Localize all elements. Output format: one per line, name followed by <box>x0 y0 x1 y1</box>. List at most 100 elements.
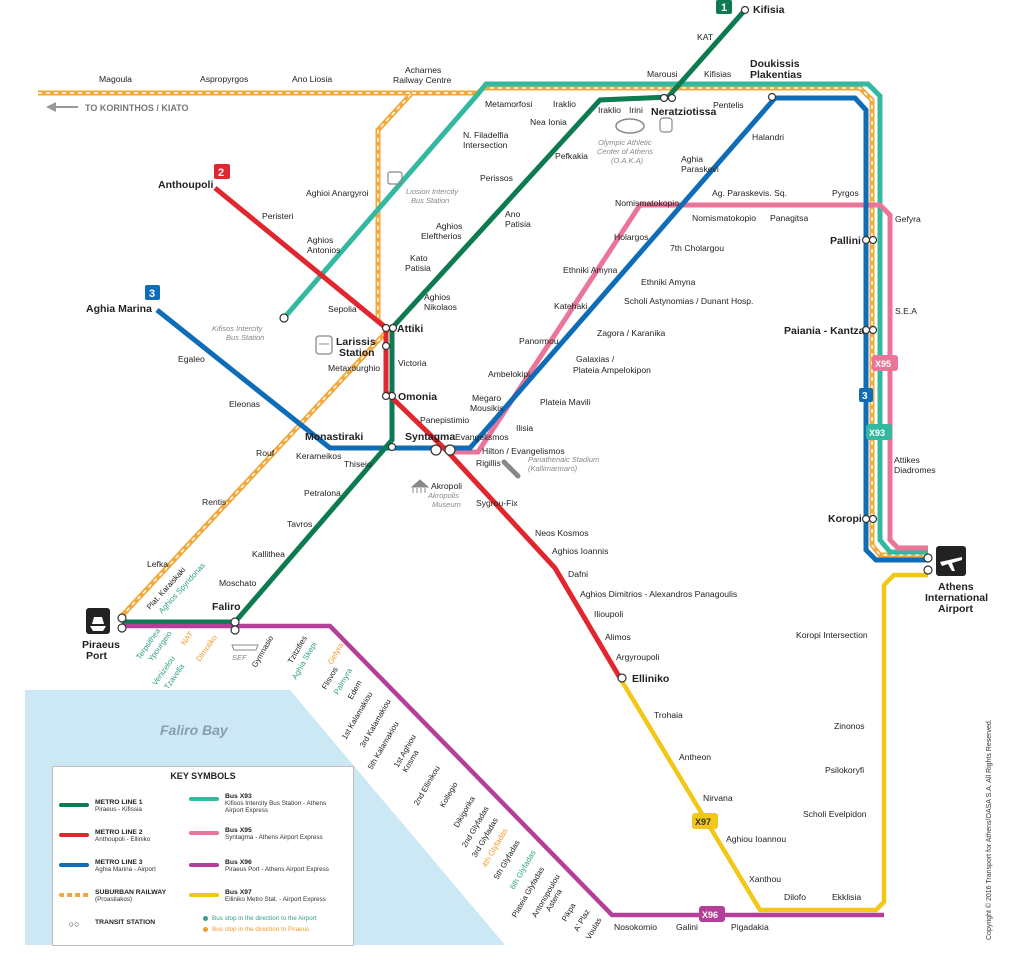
hub-monastiraki[interactable]: Monastiraki <box>305 431 363 443</box>
station-marker[interactable] <box>388 323 398 333</box>
station-ano-liosia[interactable]: Ano Liosia <box>292 74 332 84</box>
station-rigillis[interactable]: Rigillis <box>476 458 501 468</box>
station-eleonas[interactable]: Eleonas <box>229 399 260 409</box>
station-marker[interactable] <box>740 5 750 15</box>
station-antheon[interactable]: Antheon <box>679 752 711 762</box>
station-marker[interactable] <box>381 341 391 351</box>
station-gefyra[interactable]: Gefyra <box>895 214 921 224</box>
station-marker[interactable] <box>230 617 240 627</box>
station-dilofo[interactable]: Dilofo <box>784 892 806 902</box>
station-alimos[interactable]: Alimos <box>605 632 631 642</box>
station-perissos[interactable]: Perissos <box>480 173 513 183</box>
station-koropi-intersection[interactable]: Koropi Intersection <box>796 630 868 640</box>
station-marker[interactable] <box>279 313 289 323</box>
station-pentelis[interactable]: Pentelis <box>713 100 744 110</box>
station-akropoli[interactable]: Akropoli <box>431 481 462 491</box>
station-marker[interactable] <box>117 613 127 623</box>
station-metamorfosi[interactable]: Metamorfosi <box>485 99 532 109</box>
station-pefkakia[interactable]: Pefkakia <box>555 151 588 161</box>
station-panormou[interactable]: Panormou <box>519 336 559 346</box>
station-xanthou[interactable]: Xanthou <box>749 874 781 884</box>
station-magoula[interactable]: Magoula <box>99 74 132 84</box>
station-marker[interactable] <box>381 323 391 333</box>
station-kollegio[interactable]: Kollegio <box>438 780 460 809</box>
station-aspropyrgos[interactable]: Aspropyrgos <box>200 74 248 84</box>
station-pikpa[interactable]: Pikpa <box>560 901 578 923</box>
station-marker[interactable] <box>923 565 933 575</box>
hub-elliniko[interactable]: Elliniko <box>632 673 669 685</box>
hub-attiki[interactable]: Attiki <box>397 323 423 335</box>
station-marker[interactable] <box>861 514 871 524</box>
station-zagora[interactable]: Zagora / Karanika <box>597 328 666 338</box>
station-argyroupoli[interactable]: Argyroupoli <box>616 652 660 662</box>
station-nea-ionia[interactable]: Nea Ionia <box>530 117 567 127</box>
station-iraklio[interactable]: Iraklio <box>553 99 576 109</box>
station-marousi[interactable]: Marousi <box>647 69 678 79</box>
station-irini[interactable]: Irini <box>629 105 643 115</box>
station-pigadakia[interactable]: Pigadakia <box>731 922 769 932</box>
station-katehaki[interactable]: Katehaki <box>554 301 588 311</box>
station-nomismatokopio[interactable]: Nomismatokopio <box>615 198 679 208</box>
station-ellinikou-2[interactable]: 2nd Ellinikou <box>412 764 442 807</box>
station-zinonos[interactable]: Zinonos <box>834 721 865 731</box>
station-petralona[interactable]: Petralona <box>304 488 341 498</box>
station-ethniki-amyna[interactable]: Ethniki Amyna <box>563 265 618 275</box>
station-marker[interactable] <box>923 553 933 563</box>
station-ekklisia[interactable]: Ekklisia <box>832 892 861 902</box>
hub-kifisia[interactable]: Kifisia <box>753 4 785 16</box>
station-nirvana[interactable]: Nirvana <box>703 793 733 803</box>
station-kifisias[interactable]: Kifisias <box>704 69 731 79</box>
station-metaxourghio[interactable]: Metaxourghio <box>328 363 380 373</box>
station-marker[interactable] <box>381 391 391 401</box>
hub-aghia-marina[interactable]: Aghia Marina <box>86 303 152 315</box>
station-sepolia[interactable]: Sepolia <box>328 304 357 314</box>
station-marker[interactable] <box>430 444 442 456</box>
station-halandri[interactable]: Halandri <box>752 132 784 142</box>
hub-omonia[interactable]: Omonia <box>398 391 437 403</box>
station-gefyra-x96[interactable]: Gefyra <box>326 641 346 666</box>
station-marker[interactable] <box>868 514 878 524</box>
station-marker[interactable] <box>868 235 878 245</box>
station-nat[interactable]: NAT <box>179 629 195 647</box>
station-ambelokipi[interactable]: Ambelokipi <box>488 369 530 379</box>
station-marker[interactable] <box>387 442 397 452</box>
station-psilokoryfi[interactable]: Psilokoryfi <box>825 765 864 775</box>
station-dafni[interactable]: Dafni <box>568 569 588 579</box>
station-peristeri[interactable]: Peristeri <box>262 211 294 221</box>
station-scholi-evelpidon[interactable]: Scholi Evelpidon <box>803 809 867 819</box>
hub-faliro[interactable]: Faliro <box>212 601 241 613</box>
station-lefka[interactable]: Lefka <box>147 559 168 569</box>
station-marker[interactable] <box>861 235 871 245</box>
station-aghiou-ioannou[interactable]: Aghiou Ioannou <box>726 834 786 844</box>
station-kat[interactable]: KAT <box>697 32 714 42</box>
station-galini[interactable]: Galini <box>676 922 698 932</box>
station-galaxias[interactable]: Galaxias /Plateia Ampelokipon <box>573 354 651 375</box>
station-pyrgos[interactable]: Pyrgos <box>832 188 859 198</box>
station-aghiou-kosma[interactable]: 1st AghiouKosma <box>392 733 427 774</box>
station-marker[interactable] <box>868 325 878 335</box>
station-cholargou[interactable]: 7th Cholargou <box>670 243 724 253</box>
station-marker[interactable] <box>659 93 669 103</box>
station-marker[interactable] <box>767 92 777 102</box>
station-holargos[interactable]: Holargos <box>614 232 648 242</box>
station-evangelismos[interactable]: Evangelismos <box>455 432 509 442</box>
station-victoria[interactable]: Victoria <box>398 358 427 368</box>
station-hilton[interactable]: Hilton / Evangelismos <box>482 446 565 456</box>
station-sygrou-fix[interactable]: Sygrou-Fix <box>476 498 518 508</box>
station-ilioupoli[interactable]: Ilioupoli <box>594 609 623 619</box>
station-aghios-dimitrios[interactable]: Aghios Dimitrios - Alexandros Panagoulis <box>580 589 737 599</box>
station-marker[interactable] <box>230 625 240 635</box>
station-marker[interactable] <box>444 444 456 456</box>
station-moschato[interactable]: Moschato <box>219 578 256 588</box>
